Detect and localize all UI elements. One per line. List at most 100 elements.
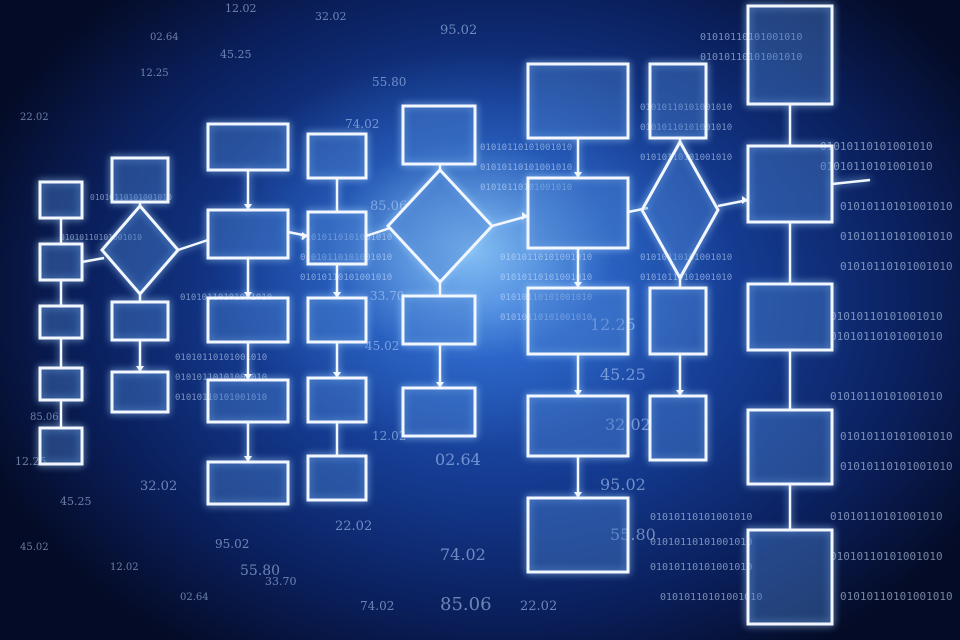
- arrow-head: [244, 204, 252, 210]
- process-box: [746, 408, 834, 486]
- connector-line: [81, 256, 105, 264]
- background-number: 45.25: [600, 365, 646, 384]
- binary-stream: 01010110101001010: [650, 537, 752, 548]
- background-number: 02.64: [150, 32, 179, 43]
- binary-stream: 01010110101001010: [840, 230, 953, 243]
- background-number: 32.02: [140, 479, 177, 494]
- decision-diamond: [385, 167, 495, 285]
- arrow-head: [574, 492, 582, 498]
- background-number: 55.80: [610, 525, 656, 544]
- process-box: [401, 386, 477, 438]
- binary-stream: 01010110101001010: [300, 233, 392, 243]
- binary-stream: 01010110101001010: [820, 140, 933, 153]
- process-box: [648, 286, 708, 356]
- background-number: 12.25: [140, 68, 169, 79]
- arrow-head: [333, 292, 341, 298]
- binary-stream: 01010110101001010: [830, 550, 943, 563]
- arrow-head: [574, 172, 582, 178]
- process-box: [746, 144, 834, 224]
- background-number: 95.02: [600, 475, 646, 494]
- process-box: [206, 460, 290, 506]
- binary-stream: 01010110101001010: [660, 592, 762, 603]
- arrow-head: [244, 456, 252, 462]
- binary-stream: 01010110101001010: [840, 590, 953, 603]
- process-box: [526, 286, 630, 356]
- background-number: 02.64: [435, 450, 481, 469]
- connector-line: [177, 238, 209, 252]
- binary-stream: 01010110101001010: [650, 562, 752, 573]
- binary-stream: 01010110101001010: [830, 330, 943, 343]
- arrow-head: [333, 372, 341, 378]
- arrow-head: [676, 390, 684, 396]
- binary-stream: 01010110101001010: [820, 160, 933, 173]
- binary-stream: 01010110101001010: [175, 373, 267, 383]
- process-box: [38, 426, 84, 466]
- binary-stream: 01010110101001010: [830, 310, 943, 323]
- background-number: 12.02: [110, 562, 139, 573]
- process-box: [401, 104, 477, 166]
- connector-line: [627, 206, 649, 214]
- binary-stream: 01010110101001010: [500, 273, 592, 283]
- binary-stream: 01010110101001010: [175, 353, 267, 363]
- binary-stream: 01010110101001010: [640, 253, 732, 263]
- process-box: [206, 378, 290, 424]
- process-box: [110, 156, 170, 204]
- process-box: [648, 62, 708, 140]
- process-box: [306, 454, 368, 502]
- process-box: [648, 394, 708, 462]
- process-box: [526, 394, 630, 458]
- binary-stream: 01010110101001010: [480, 163, 572, 173]
- background-number: 74.02: [440, 545, 486, 564]
- background-number: 33.70: [370, 289, 404, 303]
- process-box: [306, 210, 368, 266]
- binary-stream: 01010110101001010: [830, 510, 943, 523]
- binary-stream: 01010110101001010: [60, 233, 142, 242]
- binary-stream: 01010110101001010: [500, 293, 592, 303]
- background-number: 22.02: [520, 599, 557, 614]
- binary-stream: 01010110101001010: [840, 460, 953, 473]
- arrow-head: [244, 292, 252, 298]
- background-number: 85.06: [30, 412, 59, 423]
- binary-stream: 01010110101001010: [480, 183, 572, 193]
- process-box: [526, 176, 630, 250]
- binary-stream: 01010110101001010: [500, 313, 592, 323]
- background-number: 85.06: [440, 594, 492, 615]
- background-number: 12.02: [225, 2, 257, 15]
- process-box: [306, 376, 368, 424]
- binary-stream: 01010110101001010: [640, 103, 732, 113]
- background-number: 74.02: [345, 117, 379, 131]
- process-box: [206, 208, 290, 260]
- background-number: 32.02: [315, 10, 347, 23]
- binary-stream: 01010110101001010: [650, 512, 752, 523]
- background-number: 45.25: [60, 495, 92, 508]
- process-box: [306, 296, 368, 344]
- process-box: [746, 528, 834, 626]
- background-number: 95.02: [440, 23, 477, 38]
- arrow-head: [302, 232, 308, 240]
- process-box: [526, 496, 630, 574]
- process-box: [38, 180, 84, 220]
- background-number: 45.02: [365, 339, 399, 353]
- process-box: [526, 62, 630, 140]
- background-number: 02.64: [180, 592, 209, 603]
- process-box: [38, 242, 84, 282]
- background-number: 12.25: [590, 315, 636, 334]
- process-box: [746, 4, 834, 106]
- process-box: [746, 282, 834, 352]
- background-number: 33.70: [265, 575, 297, 588]
- process-box: [306, 132, 368, 180]
- process-box: [206, 122, 290, 172]
- background-number: 85.06: [370, 199, 407, 214]
- process-box: [38, 366, 84, 402]
- process-box: [401, 294, 477, 346]
- binary-stream: 01010110101001010: [640, 273, 732, 283]
- binary-stream: 01010110101001010: [90, 193, 172, 202]
- background-number: 55.80: [372, 75, 406, 89]
- process-box: [38, 304, 84, 340]
- connector-line: [365, 226, 391, 238]
- binary-stream: 01010110101001010: [300, 253, 392, 263]
- arrow-head: [574, 282, 582, 288]
- binary-stream: 01010110101001010: [175, 393, 267, 403]
